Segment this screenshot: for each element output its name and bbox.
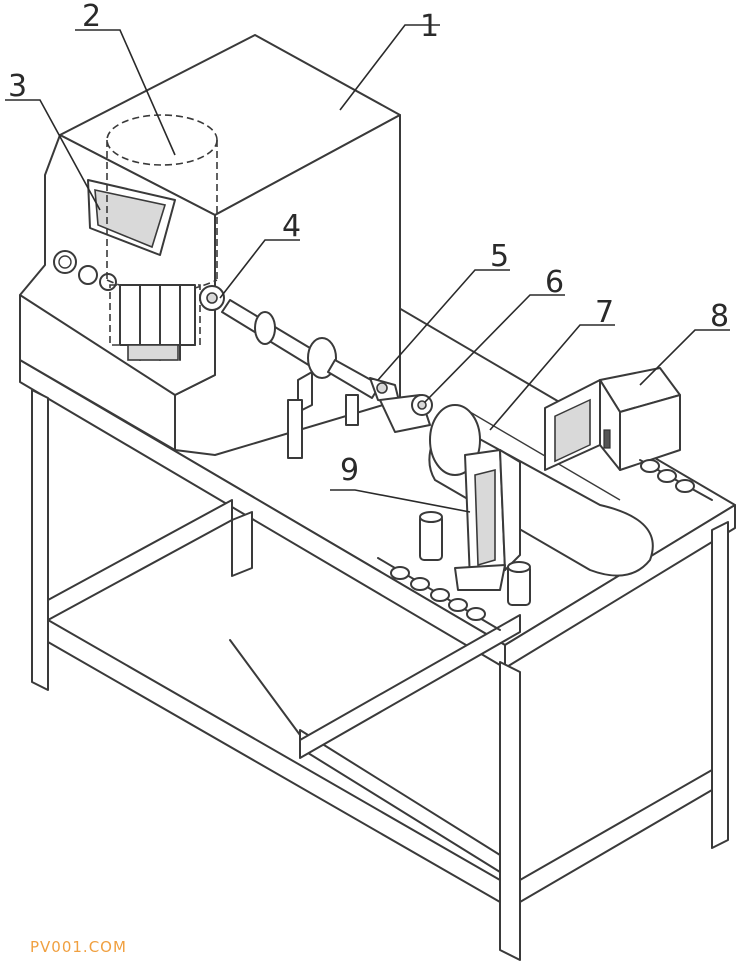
couplings bbox=[369, 377, 433, 433]
motor-grille bbox=[554, 398, 591, 463]
support-post-right bbox=[345, 394, 359, 426]
knob-3 bbox=[99, 273, 117, 291]
rail-side-lower bbox=[519, 769, 713, 903]
support-post-left bbox=[287, 399, 303, 459]
table-top-side-edge bbox=[504, 504, 736, 669]
knob-2 bbox=[78, 265, 98, 285]
leader-5 bbox=[377, 269, 510, 381]
clamp-frame bbox=[119, 284, 196, 346]
bracket-slot bbox=[474, 468, 496, 567]
callout-4: 4 bbox=[282, 209, 301, 244]
clamp-mechanism bbox=[119, 284, 225, 361]
rod-disc-1 bbox=[390, 566, 410, 580]
callout-1: 1 bbox=[420, 9, 439, 44]
bracket-side bbox=[499, 449, 521, 571]
callout-5: 5 bbox=[490, 239, 509, 274]
rod-disc-7 bbox=[657, 469, 677, 483]
part-cylinder-left-top bbox=[419, 511, 443, 523]
bracket bbox=[454, 449, 521, 591]
coupling-5-bolt bbox=[376, 382, 388, 394]
part-cylinder-right-top bbox=[507, 561, 531, 573]
leader-lines bbox=[5, 24, 730, 513]
rod-disc-4 bbox=[448, 598, 468, 612]
rod-disc-3 bbox=[430, 588, 450, 602]
knob-1 bbox=[53, 250, 77, 274]
leader-3 bbox=[5, 99, 101, 211]
rail-left-lower bbox=[47, 499, 233, 621]
leg-back-right bbox=[711, 521, 729, 849]
coupling-6-hub bbox=[417, 400, 427, 410]
callout-7: 7 bbox=[595, 295, 614, 330]
knob-1-inner bbox=[58, 255, 72, 269]
cabinet-housing bbox=[19, 34, 401, 456]
callout-labels: 1 2 3 4 5 6 7 8 9 bbox=[8, 0, 729, 488]
callout-3: 3 bbox=[8, 69, 27, 104]
bracket-foot bbox=[454, 564, 506, 591]
leader-9 bbox=[330, 489, 471, 513]
rod-disc-8 bbox=[675, 479, 695, 493]
shaft-extension bbox=[327, 359, 381, 399]
leader-7 bbox=[489, 324, 615, 431]
support-ring bbox=[307, 337, 337, 379]
leader-4 bbox=[219, 239, 300, 299]
shaft-collar bbox=[254, 311, 276, 345]
shaft-assembly bbox=[221, 299, 381, 459]
watermark-text: PV001.COM bbox=[30, 938, 127, 956]
leg-back-left bbox=[231, 511, 253, 577]
leader-1 bbox=[339, 24, 440, 111]
rail-cross bbox=[299, 614, 521, 759]
control-panel-display bbox=[94, 188, 167, 249]
callout-6: 6 bbox=[545, 265, 564, 300]
callout-8: 8 bbox=[710, 299, 729, 334]
clamp-base bbox=[127, 344, 179, 361]
motor-switch bbox=[603, 429, 611, 449]
callout-9: 9 bbox=[340, 453, 359, 488]
leader-6 bbox=[424, 294, 565, 403]
leader-2 bbox=[75, 29, 176, 156]
motor-body bbox=[619, 394, 681, 471]
rail-mid-connector bbox=[229, 639, 301, 736]
clamp-gear-hub bbox=[206, 292, 218, 304]
rod-disc-6 bbox=[640, 459, 660, 473]
rod-disc-5 bbox=[466, 607, 486, 621]
cabinet-front-bevel bbox=[19, 294, 176, 396]
leader-8 bbox=[639, 329, 730, 386]
leg-front-right bbox=[499, 661, 521, 961]
rail-front-lower bbox=[47, 619, 501, 903]
motor bbox=[544, 367, 681, 471]
rod-disc-2 bbox=[410, 577, 430, 591]
callout-2: 2 bbox=[82, 0, 101, 34]
leg-front-left bbox=[31, 389, 49, 691]
small-parts bbox=[377, 459, 713, 631]
